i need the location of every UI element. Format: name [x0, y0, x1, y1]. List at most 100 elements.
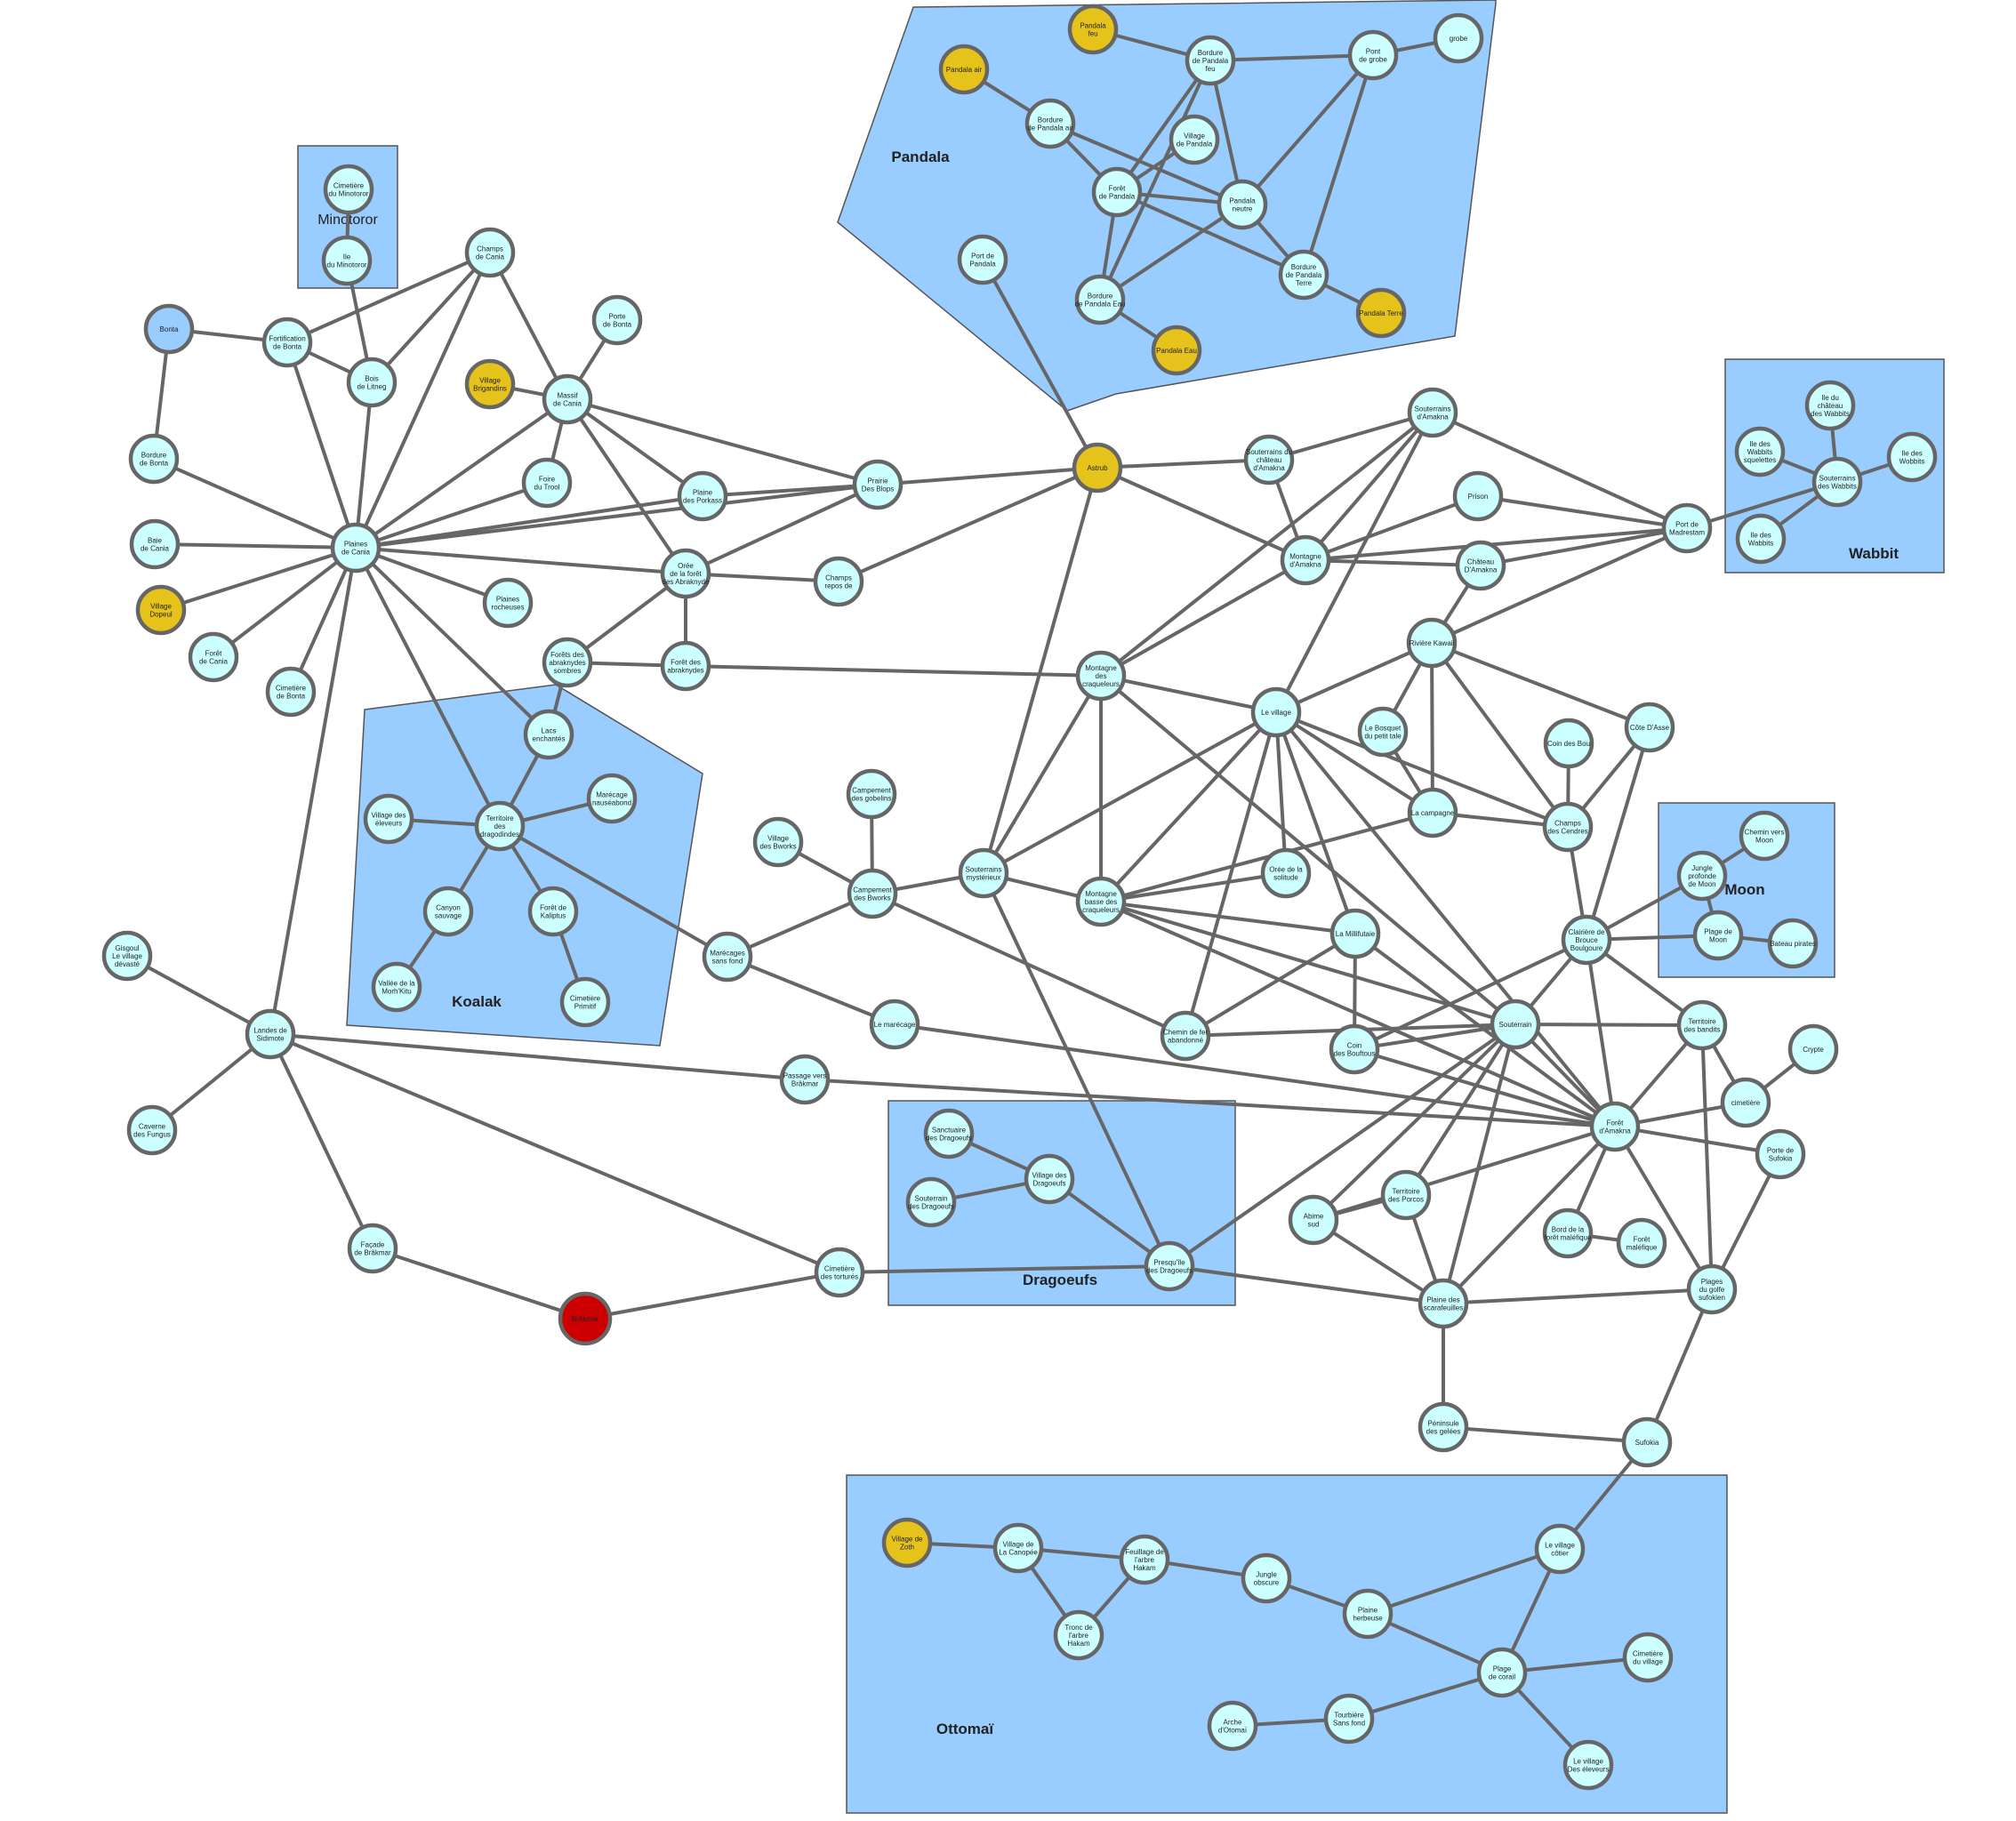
node-sufokia[interactable]: Sufokia	[1621, 1416, 1673, 1468]
node-souterrain[interactable]: Souterrain	[1490, 999, 1541, 1050]
node-pandala-eau[interactable]: Pandala Eau	[1151, 325, 1202, 376]
node-brakmar[interactable]: Brâkmar	[558, 1291, 613, 1346]
node-coin-bouftous[interactable]: Coin des Bou	[1543, 718, 1594, 769]
node-grobe[interactable]: grobe	[1433, 12, 1484, 64]
node-bonta[interactable]: Bonta	[143, 303, 195, 355]
node-pandala-terre[interactable]: Pandala Terre	[1355, 287, 1407, 339]
node-pandala-air[interactable]: Pandala air	[938, 44, 990, 95]
node-bateau-pirates[interactable]: Bateau pirates	[1767, 918, 1819, 969]
node-cote-asse[interactable]: Côte D'Asse	[1624, 702, 1675, 753]
node-prison[interactable]: Prison	[1452, 470, 1504, 522]
node-le-village[interactable]: Le village	[1250, 686, 1302, 738]
node-riviere-kawaii[interactable]: Rivière Kawaii	[1406, 617, 1458, 669]
node-le-marecage[interactable]: Le marécage	[869, 999, 920, 1050]
